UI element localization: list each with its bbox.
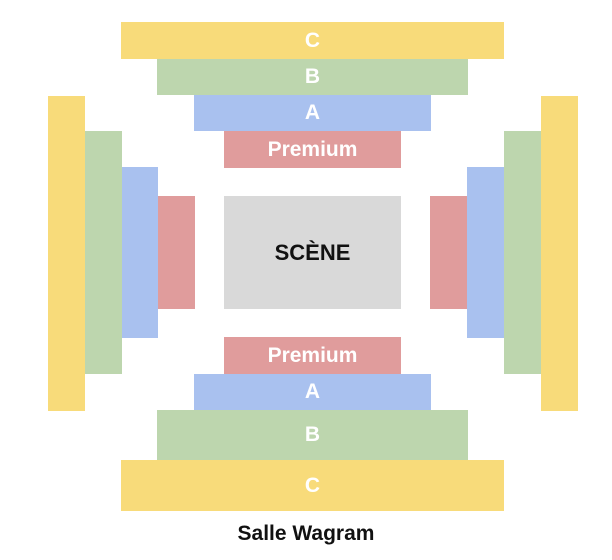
section-label: C bbox=[304, 473, 321, 497]
stage: SCÈNE bbox=[224, 196, 401, 309]
section-a-left[interactable] bbox=[122, 167, 158, 338]
section-premium-left[interactable] bbox=[158, 196, 195, 309]
section-premium-bottom[interactable]: Premium bbox=[224, 337, 401, 374]
section-c-bottom[interactable]: C bbox=[121, 460, 504, 511]
section-label: A bbox=[304, 380, 321, 403]
section-label: Premium bbox=[267, 137, 358, 161]
section-c-top[interactable]: C bbox=[121, 22, 504, 59]
section-label: C bbox=[304, 28, 321, 52]
section-label: B bbox=[304, 65, 321, 88]
section-label: A bbox=[304, 101, 321, 124]
section-b-top[interactable]: B bbox=[157, 59, 468, 95]
stage-label: SCÈNE bbox=[274, 239, 351, 265]
section-b-left[interactable] bbox=[85, 131, 122, 374]
section-premium-right[interactable] bbox=[430, 196, 467, 309]
section-label: Premium bbox=[267, 343, 358, 367]
section-c-left[interactable] bbox=[48, 96, 85, 411]
section-a-top[interactable]: A bbox=[194, 95, 431, 131]
section-b-bottom[interactable]: B bbox=[157, 410, 468, 460]
section-b-right[interactable] bbox=[504, 131, 541, 374]
venue-title: Salle Wagram bbox=[237, 522, 375, 545]
section-a-bottom[interactable]: A bbox=[194, 374, 431, 410]
section-a-right[interactable] bbox=[467, 167, 504, 338]
section-premium-top[interactable]: Premium bbox=[224, 131, 401, 168]
section-label: B bbox=[304, 423, 321, 446]
section-c-right[interactable] bbox=[541, 96, 578, 411]
